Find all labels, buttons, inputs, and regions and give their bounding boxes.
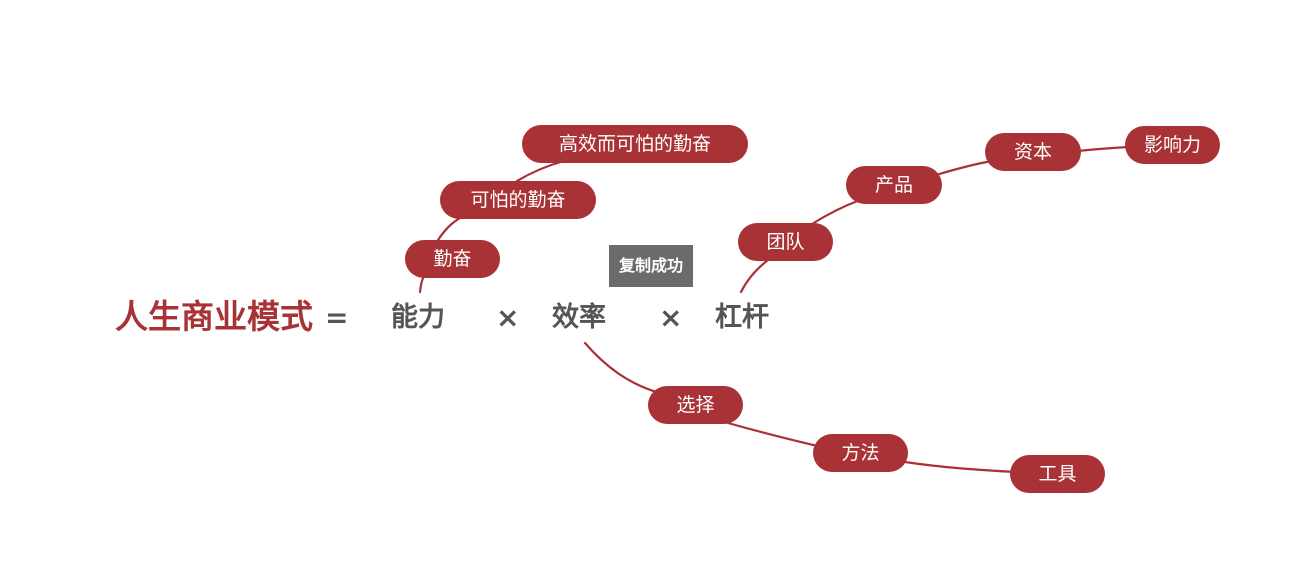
connector-tuandui-chanpin <box>810 198 862 226</box>
connector-ziben-yingxiangli <box>1076 145 1130 153</box>
node-efficiency-2[interactable]: 方法 <box>813 434 908 472</box>
connector-xuanze-fangfa <box>726 421 824 449</box>
formula-title: 人生商业模式 <box>115 297 313 336</box>
copy-success-toast: 复制成功 <box>609 245 693 287</box>
times-sign-2: × <box>659 301 683 334</box>
node-leverage-3[interactable]: 资本 <box>985 133 1081 171</box>
node-ability-1[interactable]: 勤奋 <box>405 240 500 278</box>
node-leverage-1[interactable]: 团队 <box>738 223 833 261</box>
node-ability-3[interactable]: 高效而可怕的勤奋 <box>522 125 748 163</box>
connector-kepa-gaoxiao <box>515 159 566 183</box>
connector-fangfa-gongju <box>903 460 1017 474</box>
node-leverage-4[interactable]: 影响力 <box>1125 126 1220 164</box>
connector-chanpin-ziben <box>934 159 994 177</box>
times-sign-1: × <box>496 301 520 334</box>
connector-efficiency-xuanze <box>583 341 662 395</box>
equals-sign: = <box>325 301 349 334</box>
term-efficiency: 效率 <box>552 302 606 333</box>
node-efficiency-3[interactable]: 工具 <box>1010 455 1105 493</box>
node-ability-2[interactable]: 可怕的勤奋 <box>440 181 596 219</box>
term-ability: 能力 <box>391 302 445 333</box>
term-leverage: 杠杆 <box>715 302 769 333</box>
node-efficiency-1[interactable]: 选择 <box>648 386 743 424</box>
node-leverage-2[interactable]: 产品 <box>846 166 942 204</box>
connector-leverage-tuandui <box>739 258 770 294</box>
